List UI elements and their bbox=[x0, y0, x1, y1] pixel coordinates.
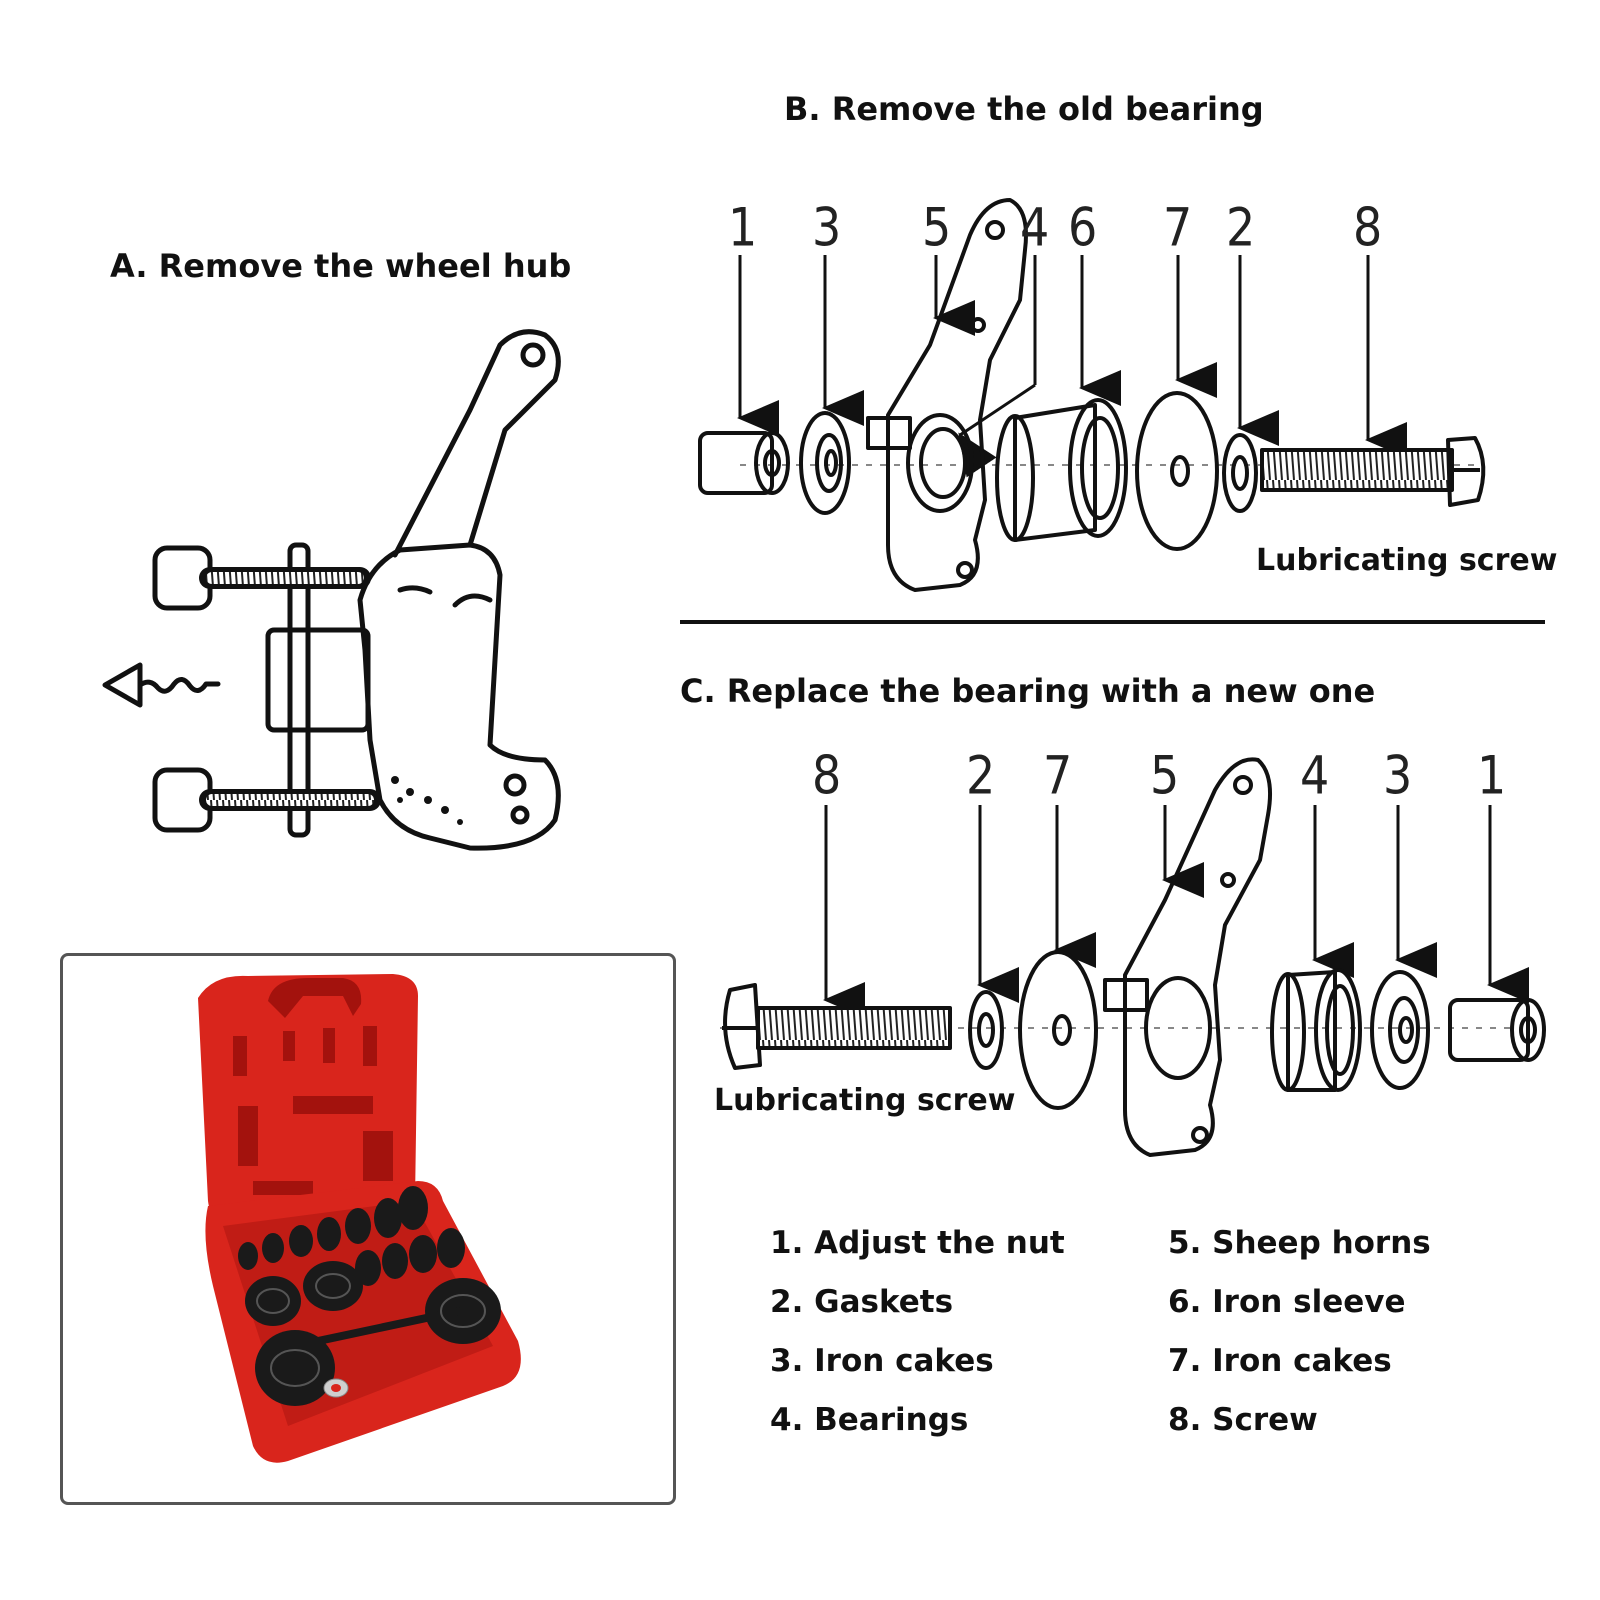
section-a-title: A. Remove the wheel hub bbox=[110, 247, 572, 285]
b-caption: Lubricating screw bbox=[1256, 543, 1558, 578]
b-label-5: 5 bbox=[922, 195, 952, 259]
c-label-7: 7 bbox=[1043, 743, 1073, 807]
b-label-8: 8 bbox=[1353, 195, 1383, 259]
b-label-7: 7 bbox=[1163, 195, 1193, 259]
c-label-4: 4 bbox=[1300, 743, 1330, 807]
legend-item-6: 6. Iron sleeve bbox=[1168, 1284, 1406, 1320]
tool-case-image bbox=[198, 974, 521, 1463]
c-label-1: 1 bbox=[1477, 743, 1507, 807]
diagram-b-exploded bbox=[698, 198, 1486, 592]
legend-item-2: 2. Gaskets bbox=[770, 1284, 954, 1320]
diagram-a-hub-puller bbox=[102, 329, 561, 851]
b-label-1: 1 bbox=[728, 195, 758, 259]
legend-item-4: 4. Bearings bbox=[770, 1402, 969, 1438]
diagram-c-exploded bbox=[720, 757, 1546, 1157]
c-label-2: 2 bbox=[966, 743, 996, 807]
section-b-title: B. Remove the old bearing bbox=[784, 90, 1264, 128]
b-label-2: 2 bbox=[1226, 195, 1256, 259]
c-caption: Lubricating screw bbox=[714, 1083, 1016, 1118]
b-label-3: 3 bbox=[812, 195, 842, 259]
b-label-4: 4 bbox=[1020, 195, 1050, 259]
legend-item-3: 3. Iron cakes bbox=[770, 1343, 994, 1379]
legend-item-8: 8. Screw bbox=[1168, 1402, 1318, 1438]
legend-item-1: 1. Adjust the nut bbox=[770, 1225, 1065, 1261]
c-label-8: 8 bbox=[812, 743, 842, 807]
c-label-3: 3 bbox=[1383, 743, 1413, 807]
legend-item-7: 7. Iron cakes bbox=[1168, 1343, 1392, 1379]
b-label-6: 6 bbox=[1068, 195, 1098, 259]
section-c-title: C. Replace the bearing with a new one bbox=[680, 672, 1376, 710]
product-photo-frame bbox=[60, 953, 676, 1505]
legend-item-5: 5. Sheep horns bbox=[1168, 1225, 1431, 1261]
c-label-5: 5 bbox=[1150, 743, 1180, 807]
